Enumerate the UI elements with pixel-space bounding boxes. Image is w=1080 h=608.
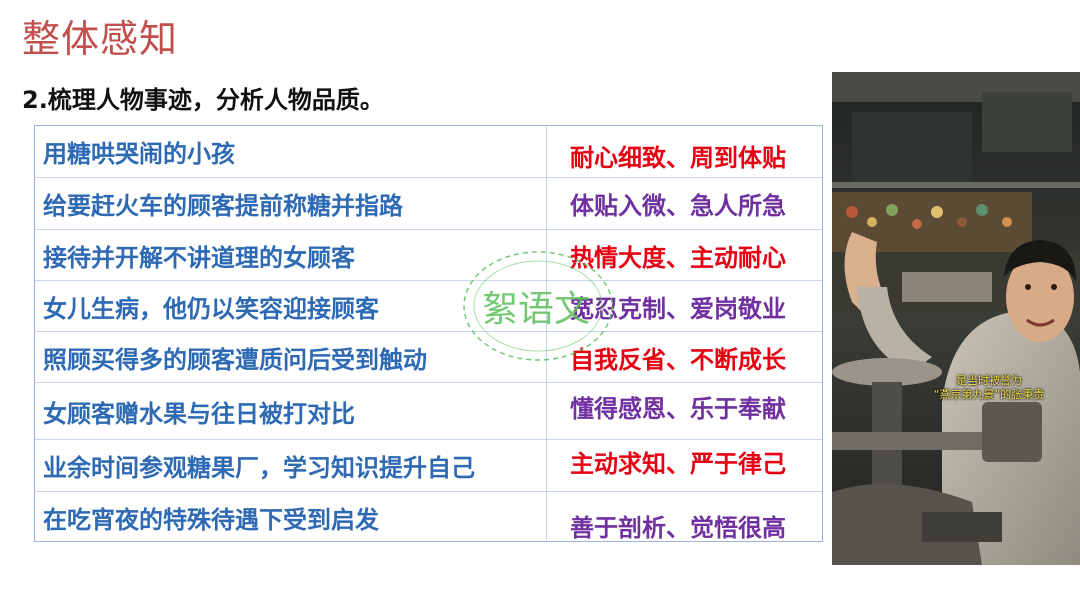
table-row: 给要赶火车的顾客提前称糖并指路 体贴入微、急人所急 xyxy=(35,178,822,230)
deed-cell: 业余时间参观糖果厂，学习知识提升自己 xyxy=(35,440,547,491)
quality-cell: 体贴入微、急人所急 xyxy=(570,192,786,220)
photo-zhang-binggui: 是当时被誉为 “燕京第九景”的张秉贵 xyxy=(832,72,1080,565)
quality-cell: 自我反省、不断成长 xyxy=(570,345,786,374)
table-row: 在吃宵夜的特殊待遇下受到启发 善于剖析、觉悟很高 xyxy=(35,492,822,543)
table-row: 业余时间参观糖果厂，学习知识提升自己 主动求知、严于律己 xyxy=(35,440,822,492)
photo-caption-line-2: “燕京第九景”的张秉贵 xyxy=(933,388,1045,401)
quality-cell: 热情大度、主动耐心 xyxy=(570,243,786,272)
quality-cell: 宽忍克制、爱岗敬业 xyxy=(570,294,786,323)
quality-cell: 懂得感恩、乐于奉献 xyxy=(570,395,786,423)
deed-cell: 给要赶火车的顾客提前称糖并指路 xyxy=(35,178,547,229)
quality-cell: 善于剖析、觉悟很高 xyxy=(570,514,786,542)
deed-cell: 照顾买得多的顾客遭质问后受到触动 xyxy=(35,332,547,382)
photo-image xyxy=(832,72,1080,565)
slide-subtitle: 2.梳理人物事迹，分析人物品质。 xyxy=(22,86,384,114)
table-row: 照顾买得多的顾客遭质问后受到触动 自我反省、不断成长 xyxy=(35,332,822,383)
deed-cell: 在吃宵夜的特殊待遇下受到启发 xyxy=(35,492,547,543)
table-row: 女顾客赠水果与往日被打对比 懂得感恩、乐于奉献 xyxy=(35,383,822,440)
photo-caption-line-1: 是当时被誉为 xyxy=(956,374,1022,387)
table-row: 用糖哄哭闹的小孩 耐心细致、周到体贴 xyxy=(35,126,822,178)
quality-cell: 耐心细致、周到体贴 xyxy=(570,144,786,172)
table-row: 女儿生病，他仍以笑容迎接顾客 宽忍克制、爱岗敬业 xyxy=(35,281,822,332)
deeds-qualities-table: 用糖哄哭闹的小孩 耐心细致、周到体贴 给要赶火车的顾客提前称糖并指路 体贴入微、… xyxy=(34,125,823,543)
slide-title: 整体感知 xyxy=(22,17,179,61)
deed-cell: 女儿生病，他仍以笑容迎接顾客 xyxy=(35,281,547,331)
deed-cell: 女顾客赠水果与往日被打对比 xyxy=(35,383,547,439)
photo-caption: 是当时被誉为 “燕京第九景”的张秉贵 xyxy=(914,374,1064,402)
table-row: 接待并开解不讲道理的女顾客 热情大度、主动耐心 xyxy=(35,230,822,281)
deed-cell: 用糖哄哭闹的小孩 xyxy=(35,126,547,177)
quality-cell: 主动求知、严于律己 xyxy=(570,450,786,478)
deed-cell: 接待并开解不讲道理的女顾客 xyxy=(35,230,547,280)
